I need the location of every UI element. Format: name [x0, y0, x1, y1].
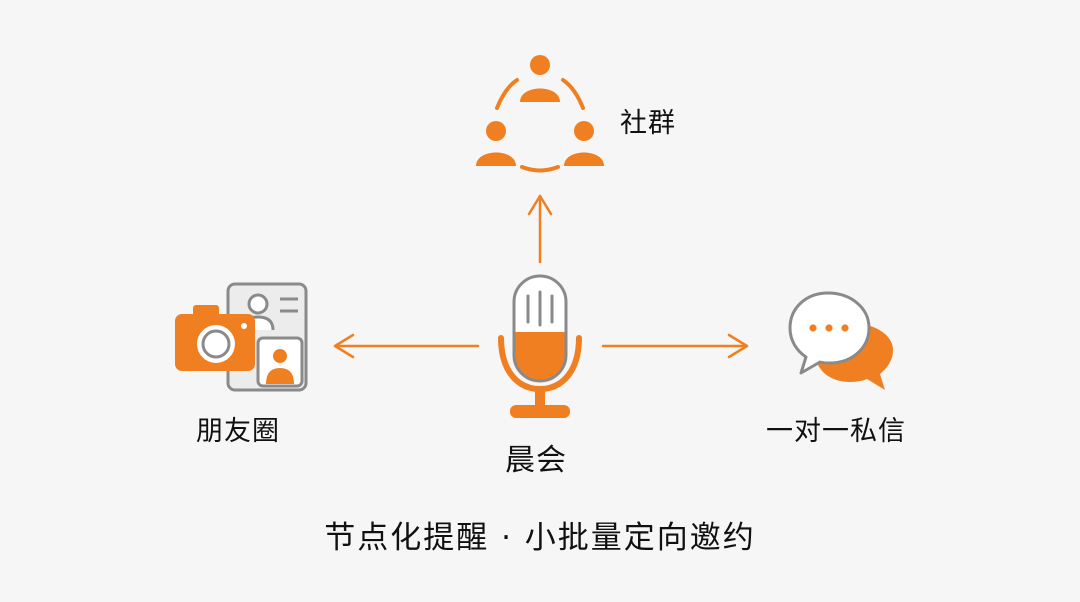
chat-bubbles-icon	[788, 291, 893, 390]
microphone-icon	[498, 274, 582, 418]
center-label: 晨会	[505, 443, 567, 478]
group-people-icon	[476, 55, 604, 173]
arrow-up	[527, 194, 553, 264]
arrow-left	[333, 333, 480, 359]
dm-label: 一对一私信	[766, 416, 906, 447]
arrow-right	[601, 333, 749, 359]
camera-photos-icon	[175, 282, 308, 392]
moments-label: 朋友圈	[196, 416, 280, 447]
community-label: 社群	[620, 108, 676, 139]
diagram-caption: 节点化提醒 · 小批量定向邀约	[324, 520, 756, 556]
